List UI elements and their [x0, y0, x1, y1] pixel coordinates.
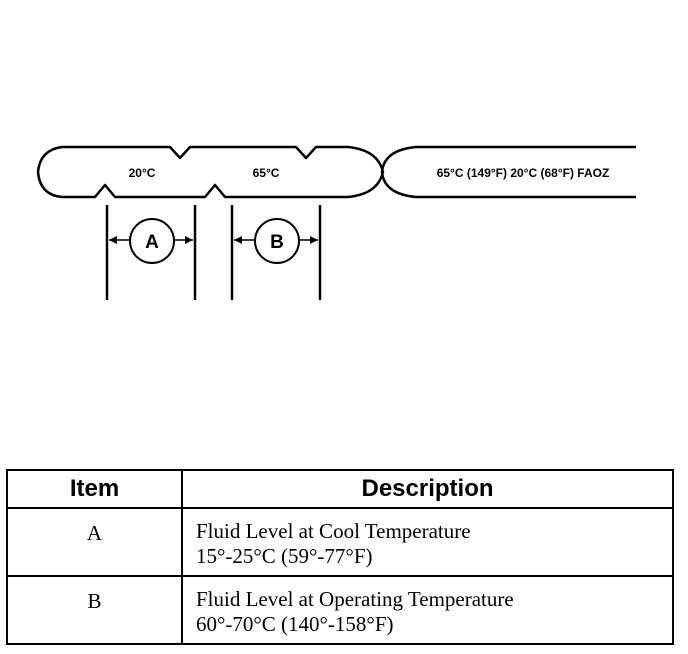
arrowhead-b-left [234, 236, 242, 244]
arrowhead-b-right [310, 236, 318, 244]
arrowhead-a-left [109, 236, 117, 244]
header-item: Item [6, 469, 183, 509]
row-b-desc-line1: Fluid Level at Operating Temperature [196, 587, 514, 611]
reservoir-outline [36, 145, 385, 199]
row-a-item: A [6, 507, 183, 577]
label-temperature-codes: 65°C (149°F) 20°C (68°F) FAOZ [437, 166, 610, 180]
row-b-description: Fluid Level at Operating Temperature 60°… [181, 575, 674, 645]
row-a-desc-line2: 15°-25°C (59°-77°F) [196, 544, 373, 568]
marker-b: B [270, 232, 284, 253]
header-description: Description [181, 469, 674, 509]
row-b-item: B [6, 575, 183, 645]
row-a-description: Fluid Level at Cool Temperature 15°-25°C… [181, 507, 674, 577]
fluid-level-diagram: 20°C 65°C 65°C (149°F) 20°C (68°F) FAOZ … [36, 145, 636, 300]
label-65c: 65°C [253, 166, 280, 180]
fluid-level-table: Item Description A Fluid Level at Cool T… [6, 469, 674, 645]
marker-a-circle [129, 218, 175, 264]
table-row: B Fluid Level at Operating Temperature 6… [6, 575, 674, 645]
row-a-desc-line1: Fluid Level at Cool Temperature [196, 519, 471, 543]
label-bubble [380, 145, 636, 199]
label-20c: 20°C [129, 166, 156, 180]
marker-b-circle [254, 218, 300, 264]
table-row: A Fluid Level at Cool Temperature 15°-25… [6, 507, 674, 577]
marker-a: A [145, 232, 159, 253]
arrowhead-a-right [185, 236, 193, 244]
row-b-desc-line2: 60°-70°C (140°-158°F) [196, 612, 394, 636]
table-header-row: Item Description [6, 469, 674, 509]
